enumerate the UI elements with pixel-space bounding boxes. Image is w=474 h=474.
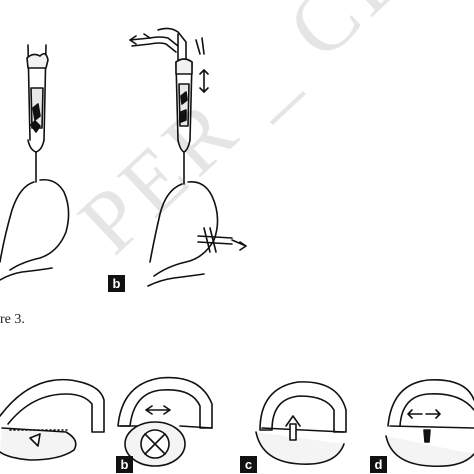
cross-section-c	[255, 381, 347, 465]
arrow-icon	[425, 409, 441, 419]
panel-label-b-top: b	[108, 275, 125, 292]
arrow-icon	[285, 415, 301, 427]
arrow-icon	[407, 409, 423, 419]
panel-label-b-bottom: b	[116, 456, 133, 473]
double-arrow-icon	[145, 405, 171, 415]
double-arrow-icon	[199, 69, 209, 93]
stomach-diagram-a	[0, 44, 70, 281]
cross-section-b	[117, 376, 213, 467]
cross-section-a	[0, 378, 105, 461]
arrow-icon	[231, 239, 247, 251]
panel-label-d-bottom: d	[370, 456, 387, 473]
panel-label-c-bottom: c	[240, 456, 257, 473]
stomach-diagram-b	[129, 27, 247, 287]
cross-section-d	[385, 379, 474, 468]
figure-caption: re 3.	[0, 312, 25, 327]
arrow-icon	[129, 35, 137, 45]
